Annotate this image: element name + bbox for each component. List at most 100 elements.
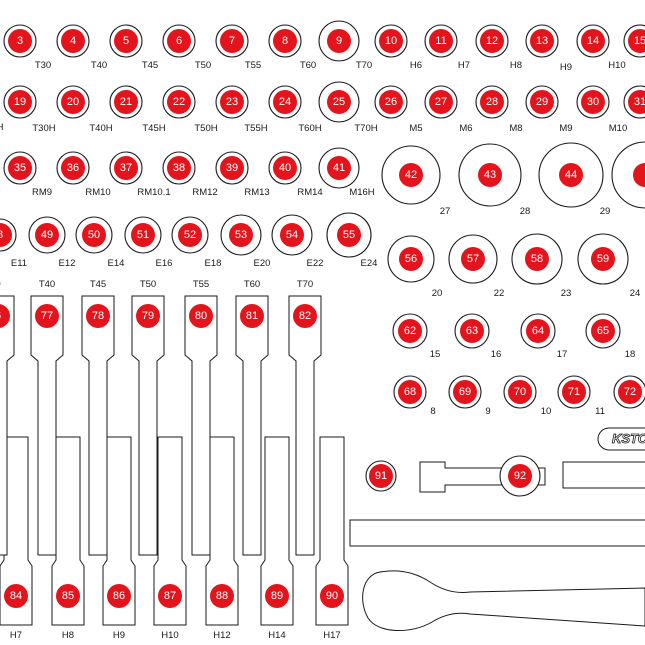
socket-item	[611, 141, 645, 209]
bit-holder-slot	[288, 295, 322, 556]
socket-number-marker	[178, 223, 202, 247]
bit-number-marker	[240, 304, 264, 328]
socket-size-label: M9	[559, 123, 572, 134]
socket-number: 91	[375, 470, 387, 482]
bit-number-marker	[86, 304, 110, 328]
socket-number-marker	[526, 319, 550, 343]
socket-number-marker	[220, 156, 244, 180]
socket-size-label: E24	[361, 258, 378, 269]
socket-size-label: T30H	[32, 123, 55, 134]
socket-number-marker	[131, 223, 155, 247]
bit-number: 6	[0, 310, 1, 322]
socket-number: 7	[229, 35, 235, 47]
bit-size-label: T40	[39, 279, 55, 290]
socket-number: 21	[120, 96, 132, 108]
socket-number: 62	[404, 325, 416, 337]
socket-number-marker	[8, 156, 32, 180]
socket-number: 50	[88, 229, 100, 241]
socket-number: 36	[67, 162, 79, 174]
socket-number-marker	[559, 163, 583, 187]
bit-size-label: H17	[323, 630, 340, 641]
bit-number: 82	[299, 310, 311, 322]
socket-number: 92	[514, 470, 526, 482]
socket-size-label: 18	[625, 349, 636, 360]
socket-size-label: T70H	[354, 123, 377, 134]
socket-size-label: T40	[91, 60, 107, 71]
socket-number-marker	[337, 223, 361, 247]
socket-number: 59	[597, 253, 609, 265]
bit-holder-slot	[315, 436, 349, 626]
socket-number-marker	[581, 90, 605, 114]
bit-size-label: H10	[161, 630, 178, 641]
socket-size-label: M8	[509, 123, 522, 134]
socket-number: 38	[173, 162, 185, 174]
socket-size-label: T45H	[142, 123, 165, 134]
bit-item: 60	[0, 279, 10, 328]
bit-number-marker	[189, 304, 213, 328]
socket-item: 19H	[0, 85, 37, 133]
socket-number-marker	[379, 90, 403, 114]
socket-number-marker	[114, 156, 138, 180]
socket-number-marker	[280, 223, 304, 247]
socket-number-marker	[273, 156, 297, 180]
socket-number-marker	[327, 156, 351, 180]
socket-size-label: H7	[458, 60, 470, 71]
socket-size-label: E22	[307, 258, 324, 269]
socket-number: 42	[405, 169, 417, 181]
socket-item: 699	[448, 375, 491, 417]
socket-number: 39	[226, 162, 238, 174]
socket-number-marker	[398, 380, 422, 404]
socket-size-label: 11	[595, 406, 605, 417]
socket-number: 6	[176, 35, 182, 47]
bit-holder-slot	[153, 436, 187, 626]
socket-number: 12	[486, 35, 498, 47]
socket-item: 92	[499, 455, 541, 497]
bit-number-marker	[107, 584, 131, 608]
bit-number-marker	[0, 304, 10, 328]
bit-number-marker	[158, 584, 182, 608]
socket-number-marker	[530, 29, 554, 53]
bit-size-label: T50	[140, 279, 156, 290]
socket-number-marker	[167, 29, 191, 53]
socket-number: 43	[484, 169, 496, 181]
socket-size-label: T60H	[298, 123, 321, 134]
socket-item: 688	[393, 375, 436, 417]
socket-number: 8	[0, 229, 3, 241]
socket-number: 30	[587, 96, 599, 108]
socket-number-marker	[591, 319, 615, 343]
bit-holder-slot	[0, 295, 15, 556]
bit-number: 79	[142, 310, 154, 322]
socket-number-marker	[399, 163, 423, 187]
socket-number-marker	[35, 223, 59, 247]
socket-size-label: RM14	[297, 187, 322, 198]
bit-number: 84	[10, 590, 22, 602]
brand-logo: KSTO	[597, 427, 645, 451]
socket-number: 72	[624, 386, 636, 398]
socket-number: 70	[514, 386, 526, 398]
socket-item: 72	[613, 375, 645, 409]
socket-number: 23	[226, 96, 238, 108]
socket-size-label: H9	[560, 62, 572, 73]
bit-size-label: T55	[193, 279, 209, 290]
socket-number-marker	[369, 464, 393, 488]
socket-number-marker	[61, 29, 85, 53]
socket-size-label: RM12	[192, 187, 217, 198]
socket-number: 22	[173, 96, 185, 108]
socket-number: 40	[279, 162, 291, 174]
bit-number: 81	[246, 310, 258, 322]
